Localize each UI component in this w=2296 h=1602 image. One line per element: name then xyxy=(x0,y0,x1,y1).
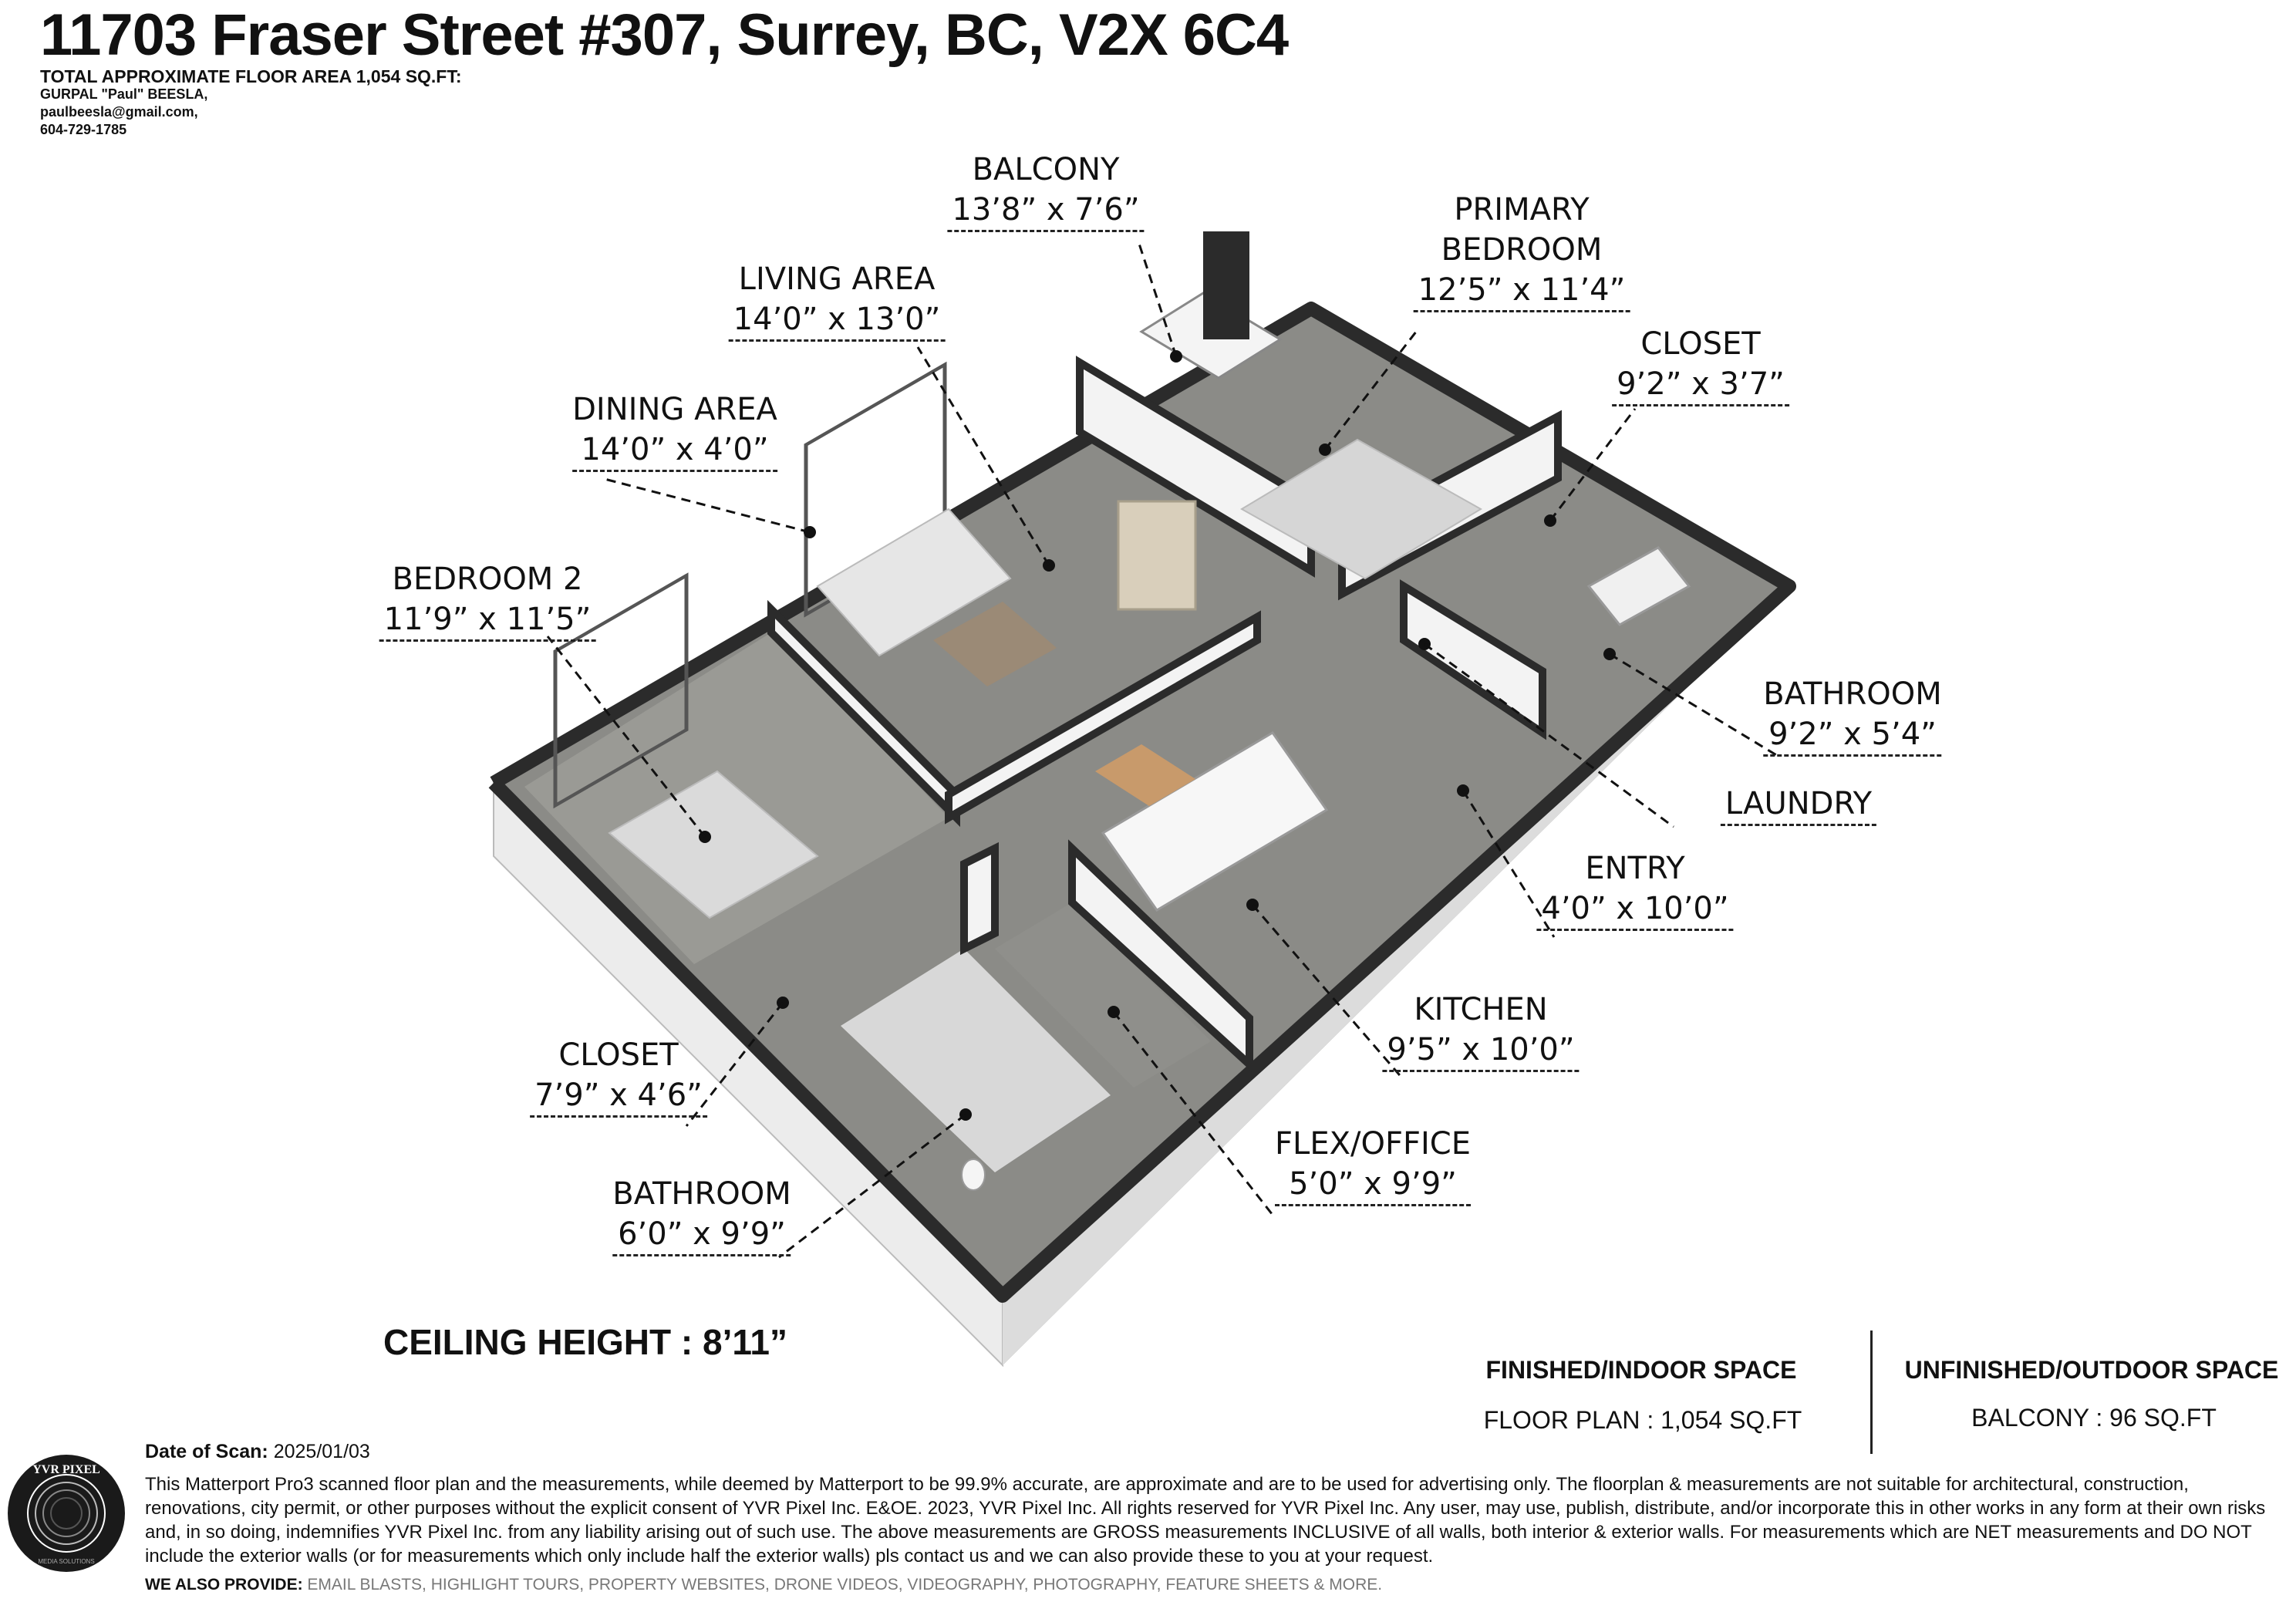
leader-bathroom-upper xyxy=(1609,653,1778,757)
agent-name: GURPAL "Paul" BEESLA, xyxy=(40,86,208,102)
bedroom-2-bed xyxy=(608,770,819,919)
page-title: 11703 Fraser Street #307, Surrey, BC, V2… xyxy=(40,2,1289,68)
scan-date: Date of Scan: 2025/01/03 xyxy=(145,1441,370,1462)
bathtub xyxy=(1586,546,1691,626)
primary-bed xyxy=(1240,438,1482,580)
room-label-primary-bedroom: PRIMARY BEDROOM 12’5” x 11’4” xyxy=(1413,190,1630,312)
leader-bedroom-2 xyxy=(546,636,706,838)
svg-text:MEDIA SOLUTIONS: MEDIA SOLUTIONS xyxy=(38,1558,94,1565)
fireplace xyxy=(1117,500,1197,611)
leader-dining xyxy=(601,477,811,534)
interior-wall-3 xyxy=(960,841,999,956)
interior-wall-2 xyxy=(945,610,1261,825)
room-label-flex-office: FLEX/OFFICE 5’0” x 9’9” xyxy=(1275,1124,1471,1206)
room-label-living-area: LIVING AREA 14’0” x 13’0” xyxy=(728,259,946,342)
ceiling-height: CEILING HEIGHT : 8’11” xyxy=(383,1322,787,1362)
sofa xyxy=(816,508,1012,657)
room-label-bathroom-lower: BATHROOM 6’0” x 9’9” xyxy=(612,1174,791,1256)
agent-phone[interactable]: 604-729-1785 xyxy=(40,122,127,137)
agent-email[interactable]: paulbeesla@gmail.com, xyxy=(40,104,198,120)
disclaimer: This Matterport Pro3 scanned floor plan … xyxy=(145,1474,2266,1567)
toilet xyxy=(961,1158,986,1191)
leader-laundry xyxy=(1424,642,1674,828)
yvr-pixel-logo: YVR PIXEL MEDIA SOLUTIONS xyxy=(8,1455,125,1572)
flex-office-floor xyxy=(995,902,1211,1088)
window-bedroom-2 xyxy=(553,572,689,809)
finished-space-heading: FINISHED/INDOOR SPACE xyxy=(1485,1356,1797,1384)
kitchen-island xyxy=(1101,731,1329,912)
coffee-table xyxy=(933,602,1057,686)
room-label-laundry: LAUNDRY xyxy=(1720,784,1877,826)
space-divider xyxy=(1870,1331,1873,1454)
leader-closet-lower xyxy=(685,1002,784,1127)
leader-bathroom-lower xyxy=(778,1113,966,1259)
bathroom-floor xyxy=(841,949,1111,1172)
room-label-closet-upper: CLOSET 9’2” x 3’7” xyxy=(1612,324,1789,406)
leader-primary-bedroom xyxy=(1323,327,1421,450)
leader-balcony xyxy=(1136,238,1178,357)
room-label-balcony: BALCONY 13’8” x 7’6” xyxy=(947,150,1145,232)
leader-closet-upper xyxy=(1549,408,1637,521)
total-area: TOTAL APPROXIMATE FLOOR AREA 1,054 SQ.FT… xyxy=(40,66,462,86)
room-label-dining-area: DINING AREA 14’0” x 4’0” xyxy=(572,390,777,472)
leader-kitchen xyxy=(1251,904,1405,1081)
room-label-bedroom-2: BEDROOM 2 11’9” x 11’5” xyxy=(379,559,596,642)
room-label-entry: ENTRY 4’0” x 10’0” xyxy=(1536,848,1734,931)
svg-text:YVR PIXEL: YVR PIXEL xyxy=(32,1463,100,1476)
room-label-closet-lower: CLOSET 7’9” x 4’6” xyxy=(530,1035,707,1118)
finished-space-value: FLOOR PLAN : 1,054 SQ.FT xyxy=(1483,1406,1802,1434)
interior-wall-7 xyxy=(1400,579,1546,740)
unfinished-space-value: BALCONY : 96 SQ.FT xyxy=(1971,1404,2217,1432)
leader-flex-office xyxy=(1112,1011,1274,1216)
leader-living xyxy=(916,346,1050,566)
room-label-bathroom-upper: BATHROOM 9’2” x 5’4” xyxy=(1763,674,1942,757)
room-label-kitchen: KITCHEN 9’5” x 10’0” xyxy=(1382,990,1580,1072)
interior-wall-4 xyxy=(1068,839,1253,1074)
services-list: WE ALSO PROVIDE: EMAIL BLASTS, HIGHLIGHT… xyxy=(145,1576,1383,1594)
unfinished-space-heading: UNFINISHED/OUTDOOR SPACE xyxy=(1904,1356,2279,1384)
balcony-post xyxy=(1203,231,1249,339)
dining-table xyxy=(1095,744,1195,806)
floor-plan xyxy=(488,231,1796,1368)
leader-entry xyxy=(1462,790,1556,938)
exterior-wall-top xyxy=(488,302,1796,1303)
exterior-wall-right xyxy=(1003,586,1789,1365)
